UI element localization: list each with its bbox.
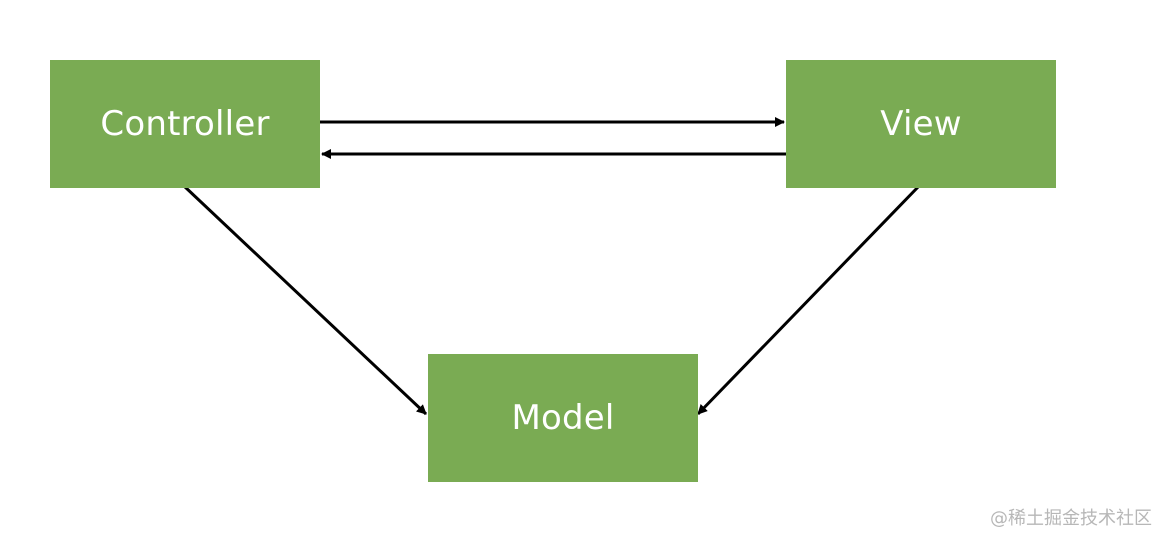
controller-label: Controller [100,104,270,144]
view-node: View [786,60,1056,188]
arrow-controller-to-model [182,184,428,416]
model-node: Model [428,354,698,482]
arrow-view-to-model [696,184,921,416]
controller-node: Controller [50,60,320,188]
model-label: Model [511,398,615,438]
view-label: View [880,104,962,144]
watermark: @稀土掘金技术社区 [990,508,1152,529]
